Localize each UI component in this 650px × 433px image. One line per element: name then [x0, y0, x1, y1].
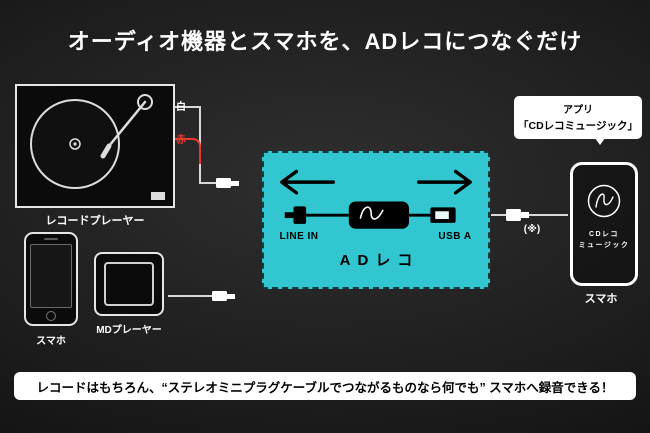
phone-speaker — [44, 238, 58, 240]
usb-plug — [506, 209, 529, 221]
app-callout-line2: 「CDレコミュージック」 — [518, 120, 638, 132]
page-title: オーディオ機器とスマホを、ADレコにつなぐだけ — [67, 29, 583, 54]
adreco-body-icon — [348, 201, 410, 229]
cable-red — [165, 138, 201, 164]
md-player-label: MDプレーヤー — [96, 325, 162, 336]
left-smartphone-label: スマホ — [36, 336, 66, 347]
footer-banner: レコードはもちろん、“ステレオミニプラグケーブルでつながるものなら何でも” スマ… — [14, 372, 636, 400]
record-player-illustration — [15, 84, 175, 208]
turntable-icon — [30, 94, 165, 200]
app-callout-line1: アプリ — [563, 105, 593, 116]
right-smartphone-illustration: CDレコ ミュージック — [570, 162, 638, 286]
mini-plug-bottom — [212, 291, 235, 301]
phone-screen — [30, 244, 72, 308]
adreco-device-icon — [280, 169, 472, 229]
arrow-right-icon — [417, 169, 472, 195]
record-player-label: レコードプレーヤー — [45, 215, 145, 227]
usb-a-connector-icon — [430, 207, 456, 223]
arrow-left-icon — [280, 169, 335, 195]
app-logo-icon — [587, 184, 621, 218]
usb-a-label: USB A — [438, 231, 472, 242]
line-in-label: LINE IN — [279, 231, 319, 242]
rca-white-label: 白 — [176, 102, 186, 113]
adreco-panel: LINE IN USB A ADレコ — [262, 151, 490, 289]
phone-home-button — [46, 311, 56, 321]
md-player-illustration — [94, 252, 164, 316]
app-name-line1: CDレコ — [588, 231, 620, 238]
right-smartphone-label: スマホ — [584, 293, 618, 305]
app-name-line2: ミュージック — [578, 242, 630, 249]
app-callout: アプリ 「CDレコミュージック」 — [514, 96, 642, 139]
asterisk-note: (※) — [523, 224, 541, 235]
mini-plug-top — [216, 178, 239, 188]
md-disc-slot — [104, 262, 154, 306]
line-in-jack-icon — [284, 206, 307, 224]
left-smartphone-illustration — [24, 232, 78, 326]
callout-pointer-icon — [592, 134, 608, 145]
adreco-name-label: ADレコ — [339, 252, 420, 269]
rca-red-label: 赤 — [176, 135, 186, 146]
